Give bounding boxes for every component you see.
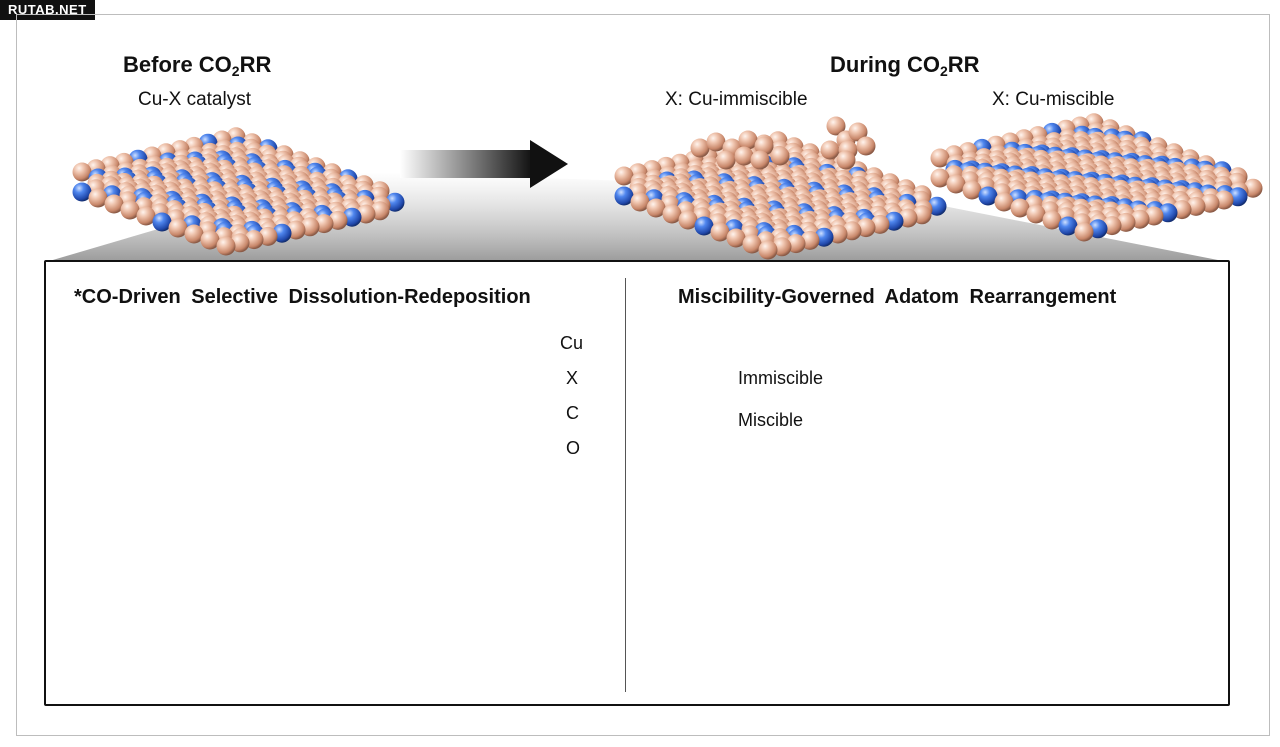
cu-cluster-atom <box>836 150 856 170</box>
legend-immiscible-label: Immiscible <box>738 368 824 388</box>
legend-cu-label: Cu <box>560 333 584 353</box>
miscible-label: X: Cu-miscible <box>992 89 1115 110</box>
cu-atom <box>994 192 1014 212</box>
cu-atom <box>678 210 698 230</box>
cu-atom <box>72 162 92 182</box>
x-atom <box>694 216 714 236</box>
cu-atom <box>1026 204 1046 224</box>
x-atom <box>1058 216 1078 236</box>
cu-atom <box>184 224 204 244</box>
process-arrow <box>400 140 568 188</box>
cu-atom <box>726 228 746 248</box>
cu-cluster-atom <box>738 130 758 150</box>
cu-cluster-atom <box>856 136 876 156</box>
before-subtitle: Cu-X catalyst <box>138 89 251 110</box>
cu-cluster-atom <box>706 132 726 152</box>
cu-atom <box>946 174 966 194</box>
x-atom <box>72 182 92 202</box>
cu-atom <box>662 204 682 224</box>
before-title: Before CO2RR <box>123 52 272 79</box>
cu-cluster-atom <box>770 146 790 166</box>
figure-frame <box>16 14 1270 736</box>
cu-atom <box>710 222 730 242</box>
cu-atom <box>614 166 634 186</box>
cu-atom <box>120 200 140 220</box>
cu-atom <box>168 218 188 238</box>
cu-cluster-atom <box>750 150 770 170</box>
cu-cluster-atom <box>734 146 754 166</box>
left-panel-title: *CO-Driven Selective Dissolution-Redepos… <box>74 286 531 308</box>
watermark: RUTAB.NET <box>0 0 95 20</box>
cu-atom <box>104 194 124 214</box>
cu-cluster-atom <box>848 122 868 142</box>
detail-panel <box>44 260 1230 706</box>
x-atom <box>614 186 634 206</box>
legend-x-label: X <box>566 368 579 388</box>
catalyst-slab-immiscible <box>614 116 947 260</box>
cu-cluster-atom <box>690 138 710 158</box>
legend-c-label: C <box>566 403 579 423</box>
cu-atom <box>1042 210 1062 230</box>
legend-miscible-label: Miscible <box>738 410 804 430</box>
cu-atom <box>200 230 220 250</box>
cu-cluster-atom <box>716 150 736 170</box>
cu-atom <box>646 198 666 218</box>
cu-atom <box>742 234 762 254</box>
cu-atom <box>930 168 950 188</box>
cu-cluster-atom <box>826 116 846 136</box>
cu-atom <box>88 188 108 208</box>
cu-atom <box>1010 198 1030 218</box>
cu-atom <box>136 206 156 226</box>
catalyst-slab-before <box>72 127 405 256</box>
catalyst-slab-miscible <box>930 113 1263 242</box>
immiscible-label: X: Cu-immiscible <box>665 89 808 110</box>
cu-atom <box>758 240 778 260</box>
legend-o-label: O <box>566 438 581 458</box>
cu-atom <box>1074 222 1094 242</box>
cu-atom <box>930 148 950 168</box>
x-atom <box>152 212 172 232</box>
cu-cluster-atom <box>820 140 840 160</box>
during-title: During CO2RR <box>830 52 980 79</box>
panel-divider <box>625 278 626 692</box>
cu-atom <box>630 192 650 212</box>
cu-atom <box>962 180 982 200</box>
cu-atom <box>216 236 236 256</box>
right-panel-title: Miscibility-Governed Adatom Rearrangemen… <box>678 286 1117 308</box>
x-atom <box>978 186 998 206</box>
